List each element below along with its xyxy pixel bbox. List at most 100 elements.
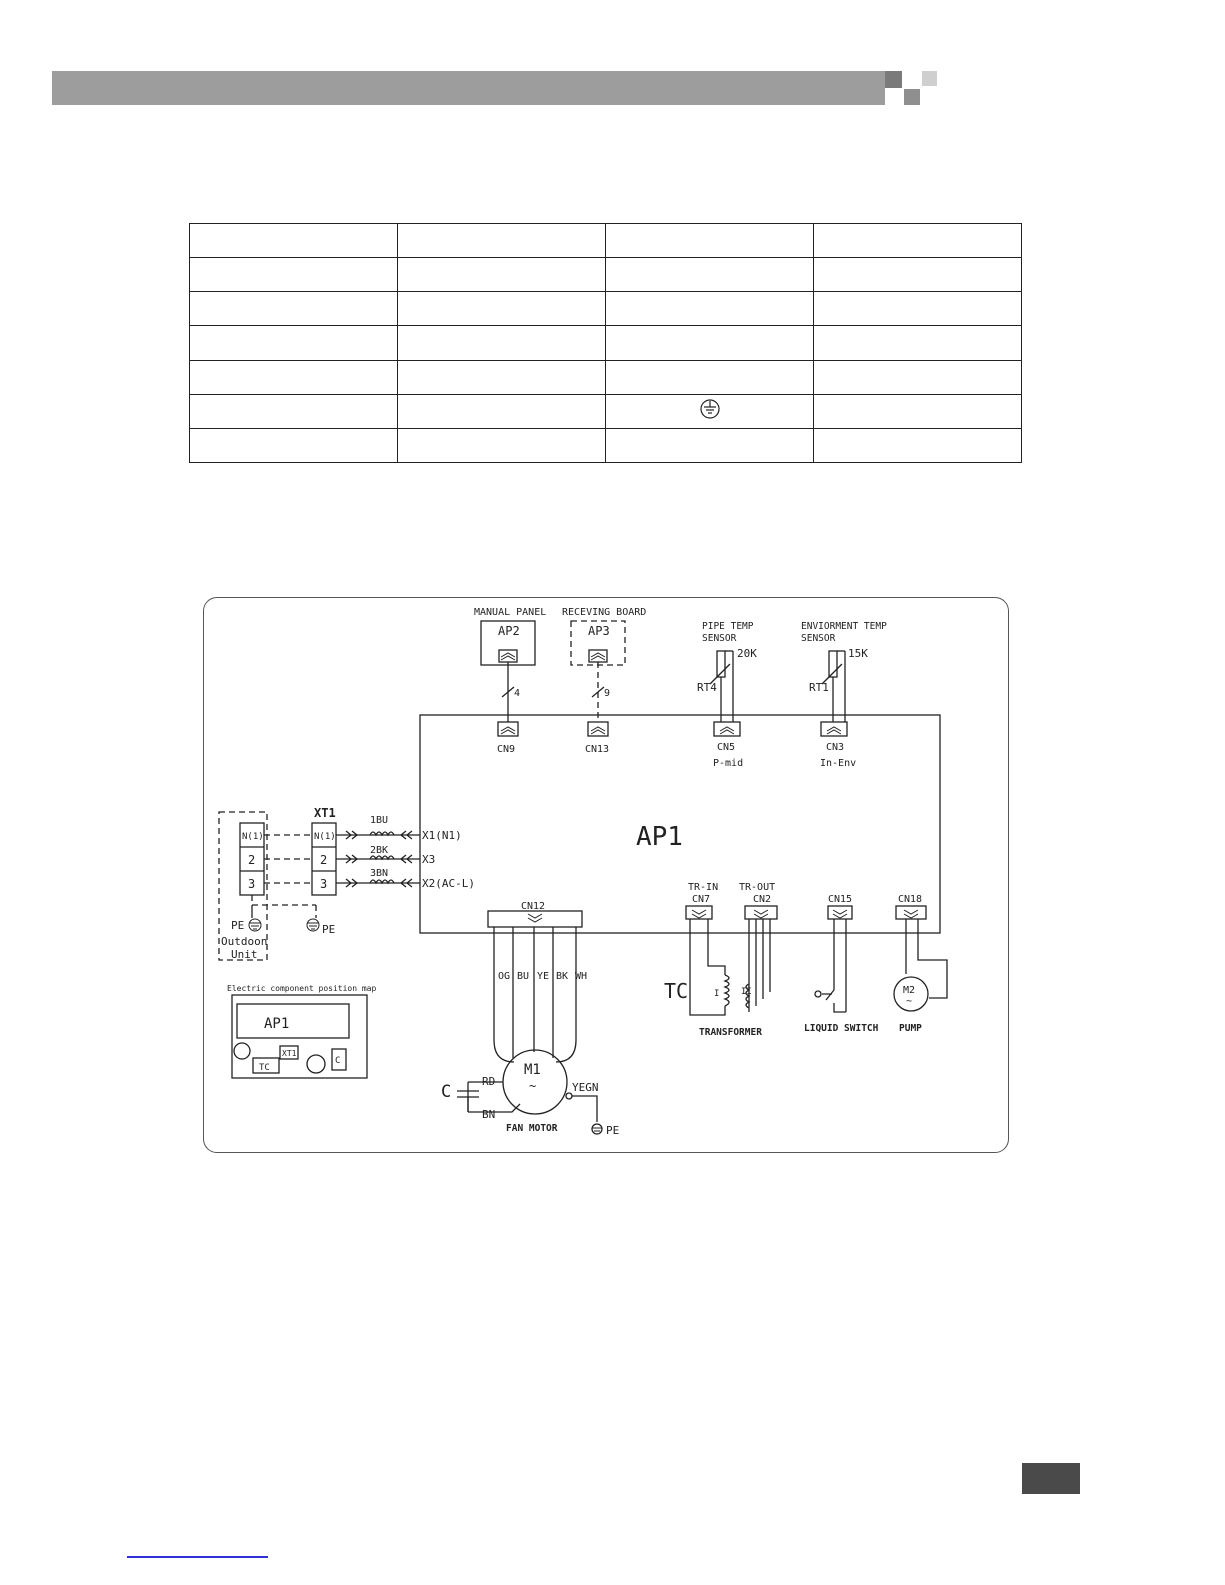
cn2-top-label: TR-OUT [739, 882, 775, 893]
cn12-connector [487, 910, 583, 928]
fan-wire-color: BU [517, 971, 529, 982]
pipe-sensor-label: SENSOR [702, 633, 737, 644]
table-cell [813, 291, 1022, 327]
xt1-terminal-2: 2 [320, 853, 327, 867]
cn7-connector [685, 905, 713, 920]
pump-label: PUMP [899, 1023, 922, 1034]
table-row [189, 359, 1022, 395]
wire-2bk-label: 2BK [370, 845, 388, 856]
ground-icon [699, 399, 720, 419]
cn3-connector [820, 721, 848, 737]
fan-wire-color: YE [537, 971, 549, 982]
cn18-connector [895, 905, 927, 920]
x2-terminal-label: X2(AC-L) [422, 877, 475, 890]
fan-yegn-label: YEGN [572, 1081, 599, 1094]
position-map-title: Electric component position map [227, 984, 376, 993]
env-sensor-label: ENVIORMENT TEMP [801, 621, 887, 632]
table-cell [189, 291, 398, 327]
section-header-bar [52, 71, 885, 105]
cn9-connector [497, 721, 519, 737]
cn13-connector [587, 721, 609, 737]
table-cell [397, 427, 606, 464]
table-cell [813, 393, 1022, 429]
xt1-terminal-3: 3 [320, 877, 327, 891]
receiving-board-wire-count: 9 [604, 688, 610, 699]
table-cell [605, 427, 814, 464]
m2-label: M2 [903, 985, 915, 996]
header-decor-square [922, 71, 937, 86]
ap2-label: AP2 [498, 624, 520, 638]
table-cell [605, 359, 814, 395]
receiving-board-label: RECEVING BOARD [562, 607, 646, 618]
m2-ac-symbol: ~ [906, 996, 912, 1007]
rt4-label: RT4 [697, 681, 717, 694]
table-cell [189, 325, 398, 361]
table-cell [813, 325, 1022, 361]
footer-link-underline[interactable] [127, 1556, 268, 1558]
table-cell [189, 222, 398, 259]
header-decor-square [904, 89, 920, 105]
table-cell [189, 427, 398, 464]
x1-terminal-label: X1(N1) [422, 829, 462, 842]
m1-ac-symbol: ~ [529, 1079, 536, 1093]
header-decor-square [885, 71, 902, 88]
position-map-xt1: XT1 [282, 1049, 297, 1058]
cn3-label: CN3 [826, 742, 844, 753]
cn7-label: CN7 [692, 894, 710, 905]
table-cell [397, 325, 606, 361]
manual-panel-label: MANUAL PANEL [474, 607, 546, 618]
page-number-tab [1022, 1463, 1080, 1494]
wire-3bn-label: 3BN [370, 868, 388, 879]
transformer-secondary-label: II [741, 987, 752, 997]
cn12-label: CN12 [521, 901, 545, 912]
outdoor-terminal-3: 3 [248, 877, 255, 891]
x3-terminal-label: X3 [422, 853, 435, 866]
capacitor-label: C [441, 1082, 451, 1102]
xt1-label: XT1 [314, 806, 336, 820]
fan-pe-label: PE [606, 1124, 619, 1137]
manual-panel-wire-count: 4 [514, 688, 520, 699]
cn13-label: CN13 [585, 744, 609, 755]
xt1-terminal-n1: N(1) [314, 832, 336, 842]
fan-bn-label: BN [482, 1108, 495, 1121]
liquid-switch-label: LIQUID SWITCH [804, 1023, 879, 1034]
tc-label: TC [664, 979, 688, 1003]
position-map-ap1-box [236, 1003, 350, 1039]
table-cell [397, 393, 606, 429]
fan-wire-color: BK [556, 971, 568, 982]
cn7-top-label: TR-IN [688, 882, 718, 893]
outdoor-terminal-2: 2 [248, 853, 255, 867]
cn2-label: CN2 [753, 894, 771, 905]
rt1-label: RT1 [809, 681, 829, 694]
ap3-label: AP3 [588, 624, 610, 638]
transformer-primary-label: I [714, 989, 719, 999]
cn15-label: CN15 [828, 894, 852, 905]
cn18-label: CN18 [898, 894, 922, 905]
transformer-label: TRANSFORMER [699, 1027, 762, 1038]
env-sensor-value: 15K [848, 647, 868, 660]
cn15-connector [827, 905, 853, 920]
cn5-sub-label: P-mid [713, 758, 743, 769]
table-cell [605, 257, 814, 293]
position-map-c: C [335, 1056, 340, 1066]
pipe-sensor-value: 20K [737, 647, 757, 660]
table-row [189, 291, 1022, 327]
table-row [189, 393, 1022, 429]
table-cell [813, 427, 1022, 464]
cn5-label: CN5 [717, 742, 735, 753]
position-map-box [231, 994, 368, 1079]
cn9-label: CN9 [497, 744, 515, 755]
cn2-connector [744, 905, 778, 920]
main-board-box [419, 714, 941, 934]
xt1-pe-label: PE [322, 923, 335, 936]
outdoor-unit-label: Outdoon [221, 935, 267, 948]
table-row [189, 427, 1022, 464]
cn3-sub-label: In-Env [820, 758, 856, 769]
table-cell [605, 325, 814, 361]
table-cell [397, 359, 606, 395]
table-row [189, 325, 1022, 361]
m1-label: M1 [524, 1062, 541, 1078]
env-sensor-label: SENSOR [801, 633, 836, 644]
ap1-label: AP1 [636, 822, 683, 852]
